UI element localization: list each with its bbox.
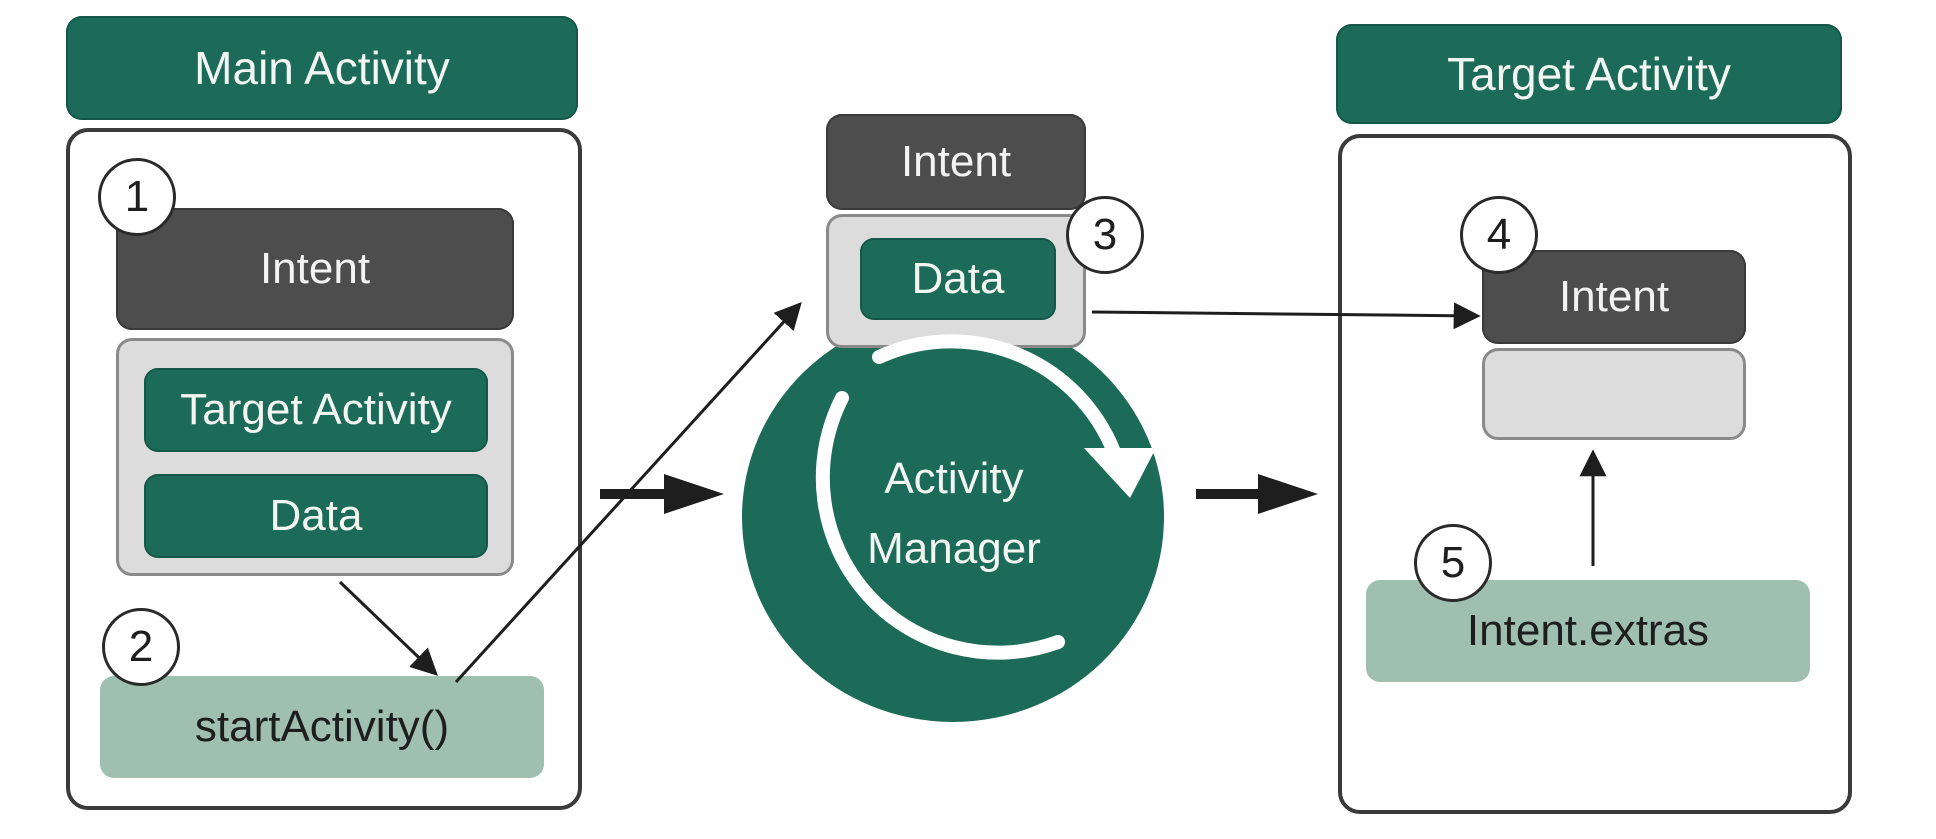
intent-extras-label: Intent.extras (1466, 606, 1710, 655)
manager-data-label: Data (911, 254, 1005, 303)
main-activity-header: Main Activity (66, 16, 578, 120)
activity-manager-label: Activity Manager (822, 436, 1086, 592)
main-data-box: Data (144, 474, 488, 558)
main-target-activity-box: Target Activity (144, 368, 488, 452)
cycle-arrow-head (1084, 448, 1156, 498)
target-intent-label: Intent (1558, 272, 1670, 321)
manager-intent-label: Intent (900, 137, 1012, 186)
arrow-data-to-start-activity (338, 580, 438, 676)
target-activity-header: Target Activity (1336, 24, 1842, 124)
manager-intent-box: Intent (826, 114, 1086, 210)
step-1-badge: 1 (98, 158, 176, 236)
step-5-badge: 5 (1414, 524, 1492, 602)
main-activity-title: Main Activity (194, 42, 450, 94)
cycle-arrow-ring-lower (815, 391, 1065, 660)
target-activity-title: Target Activity (1447, 48, 1731, 100)
activity-manager-label-line1: Activity (884, 454, 1024, 503)
cycle-arrow-ring (872, 334, 1127, 477)
start-activity-label: startActivity() (194, 702, 450, 751)
target-intent-box: Intent (1482, 250, 1746, 344)
step-3-badge: 3 (1066, 196, 1144, 274)
main-intent-box: Intent (116, 208, 514, 330)
manager-data-box: Data (860, 238, 1056, 320)
intent-extras-box: Intent.extras (1366, 580, 1810, 682)
main-target-activity-label: Target Activity (180, 385, 452, 434)
step-4-badge: 4 (1460, 196, 1538, 274)
start-activity-box: startActivity() (100, 676, 544, 778)
main-data-label: Data (269, 491, 363, 540)
thick-arrow-left-head (664, 474, 724, 514)
target-intent-content-box (1482, 348, 1746, 440)
main-intent-label: Intent (259, 244, 371, 293)
thick-arrow-right-head (1258, 474, 1318, 514)
arrow-manager-to-target-intent (1091, 302, 1481, 330)
activity-manager-label-line2: Manager (867, 524, 1041, 573)
step-2-badge: 2 (102, 608, 180, 686)
